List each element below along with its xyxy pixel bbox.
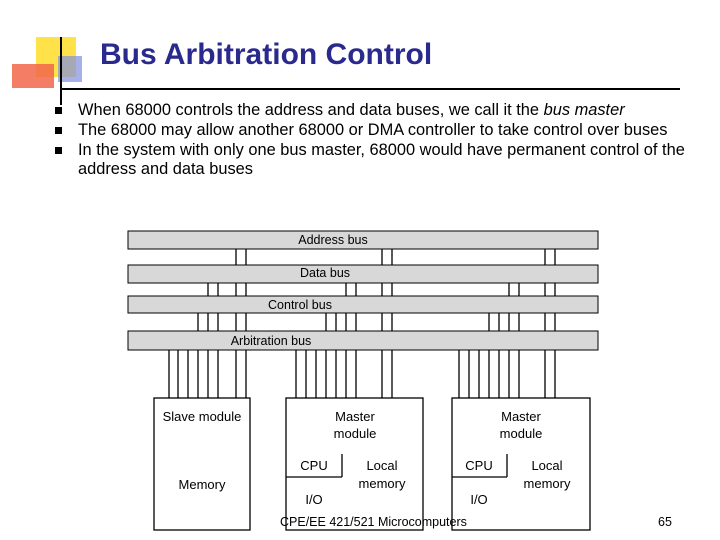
local-memory-label: memory xyxy=(524,476,571,491)
modules xyxy=(153,397,591,531)
address-bus-bar xyxy=(127,230,599,250)
master-module-title: Master xyxy=(335,409,375,424)
master-module-title: Master xyxy=(501,409,541,424)
master-module-box xyxy=(285,397,424,531)
data-bus-label: Data bus xyxy=(300,266,350,280)
bus-bars xyxy=(127,230,599,351)
bullet-text: In the system with only one bus master, … xyxy=(78,140,685,179)
control-bus-bar xyxy=(127,295,599,314)
page-number: 65 xyxy=(658,515,672,529)
title-divider xyxy=(60,88,680,90)
data-bus-bar xyxy=(127,264,599,284)
local-memory-label: Local xyxy=(531,458,562,473)
cpu-label: CPU xyxy=(465,458,492,473)
slave-module-title: Slave module xyxy=(163,409,242,424)
address-bus-label: Address bus xyxy=(298,233,367,247)
slide-footer: CPE/EE 421/521 Microcomputers xyxy=(280,515,467,529)
control-bus-label: Control bus xyxy=(268,298,332,312)
arbitration-bus-bar xyxy=(127,330,599,351)
bullet-list: When 68000 controls the address and data… xyxy=(50,101,700,180)
io-label: I/O xyxy=(305,492,322,507)
bus-labels: Address bus Data bus Control bus Arbitra… xyxy=(231,233,368,348)
master-module-title: module xyxy=(500,426,543,441)
master-module-box xyxy=(451,397,591,531)
square-bullet-icon xyxy=(55,146,62,154)
module-labels: Slave module Memory Master module CPU Lo… xyxy=(163,409,571,507)
square-bullet-icon xyxy=(55,126,62,134)
io-label: I/O xyxy=(470,492,487,507)
bullet-text: When 68000 controls the address and data… xyxy=(78,101,625,119)
slave-module-memory: Memory xyxy=(179,477,226,492)
slave-module-box xyxy=(153,397,251,531)
corner-deco-red xyxy=(12,64,54,88)
square-bullet-icon xyxy=(55,107,62,114)
arbitration-bus-label: Arbitration bus xyxy=(231,334,312,348)
corner-deco-vline xyxy=(60,37,62,105)
local-memory-label: memory xyxy=(359,476,406,491)
bullet-item: In the system with only one bus master, … xyxy=(50,141,700,181)
bullet-item: The 68000 may allow another 68000 or DMA… xyxy=(50,121,700,141)
cpu-label: CPU xyxy=(300,458,327,473)
bullet-text: The 68000 may allow another 68000 or DMA… xyxy=(78,120,668,139)
bullet-item: When 68000 controls the address and data… xyxy=(50,101,700,121)
bullet-emphasis: bus master xyxy=(543,101,625,119)
page-title: Bus Arbitration Control xyxy=(100,38,433,71)
local-memory-label: Local xyxy=(366,458,397,473)
master-module-title: module xyxy=(334,426,377,441)
corner-deco-blue xyxy=(58,56,82,82)
